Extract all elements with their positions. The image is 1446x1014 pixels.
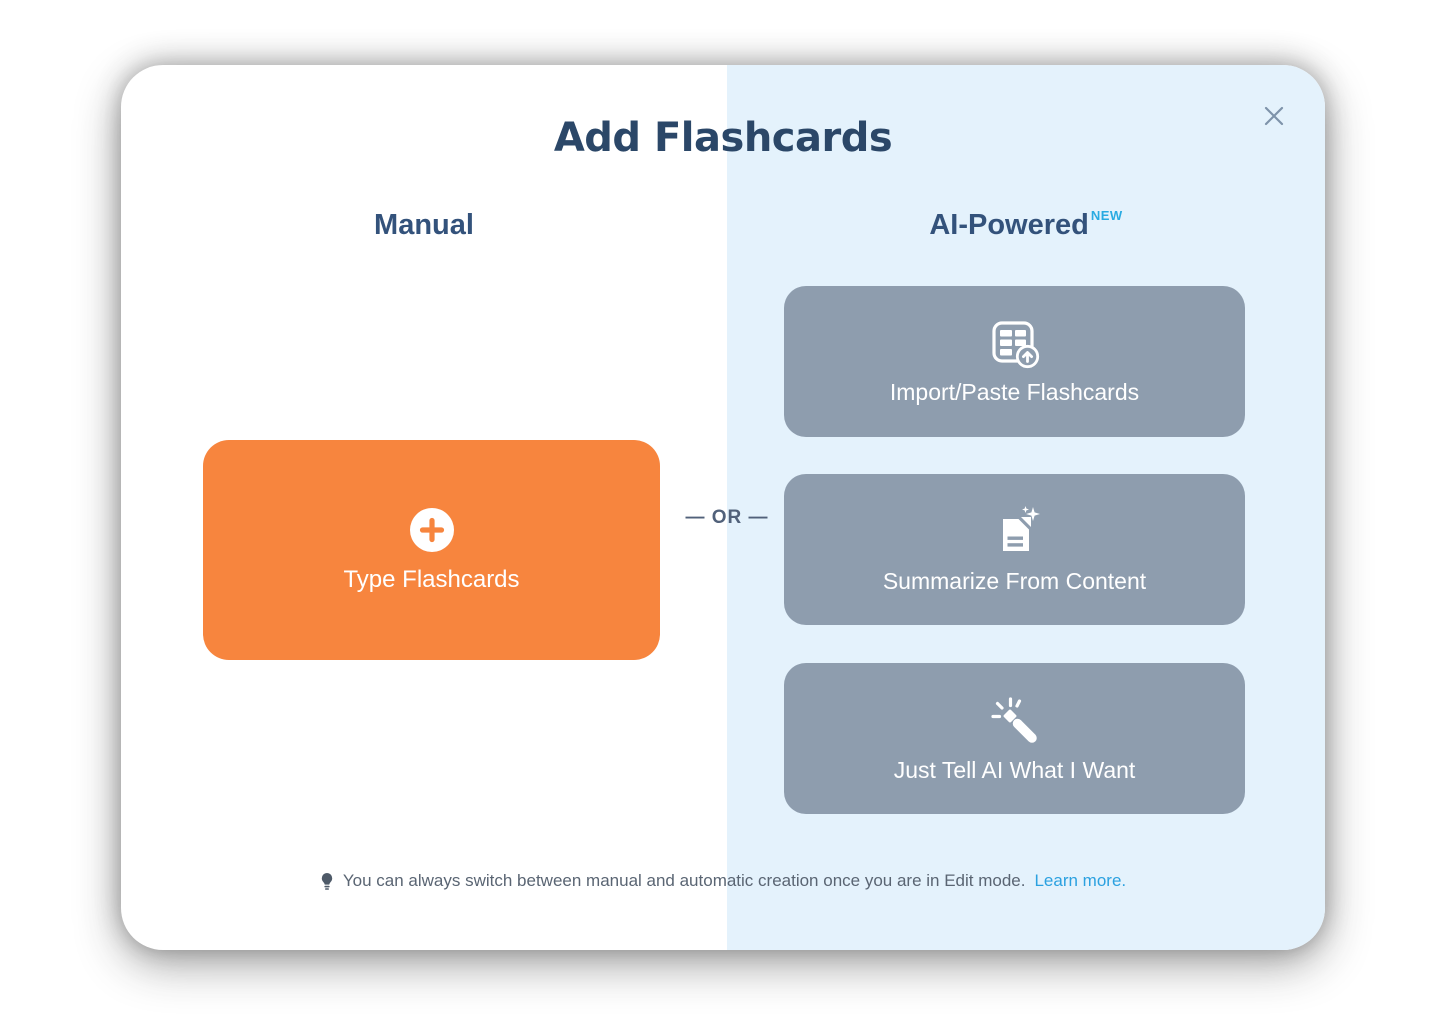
type-flashcards-label: Type Flashcards [343,565,520,593]
magic-wand-icon [988,694,1042,748]
learn-more-link[interactable]: Learn more. [1034,871,1127,890]
plus-circle-icon [409,507,455,553]
import-paste-flashcards-label: Import/Paste Flashcards [889,378,1140,405]
or-separator: — OR — [685,507,769,528]
manual-column-heading: Manual [374,209,474,241]
tip-text: You can always switch between manual and… [342,871,1026,890]
close-icon [1261,103,1287,129]
import-paste-flashcards-button[interactable]: Import/Paste Flashcards [784,286,1245,437]
new-badge: NEW [1090,208,1123,223]
ai-heading-label: AI-Powered [929,209,1089,241]
close-button[interactable] [1260,102,1288,130]
table-upload-icon [989,318,1041,370]
document-sparkles-icon [988,505,1042,559]
lightbulb-icon [320,872,334,891]
just-tell-ai-button[interactable]: Just Tell AI What I Want [784,663,1245,814]
footer-tip: You can always switch between manual and… [121,871,1325,891]
summarize-from-content-button[interactable]: Summarize From Content [784,474,1245,625]
just-tell-ai-label: Just Tell AI What I Want [893,756,1136,783]
type-flashcards-button[interactable]: Type Flashcards [203,440,660,660]
summarize-from-content-label: Summarize From Content [882,567,1147,594]
dialog-title: Add Flashcards [553,115,893,161]
